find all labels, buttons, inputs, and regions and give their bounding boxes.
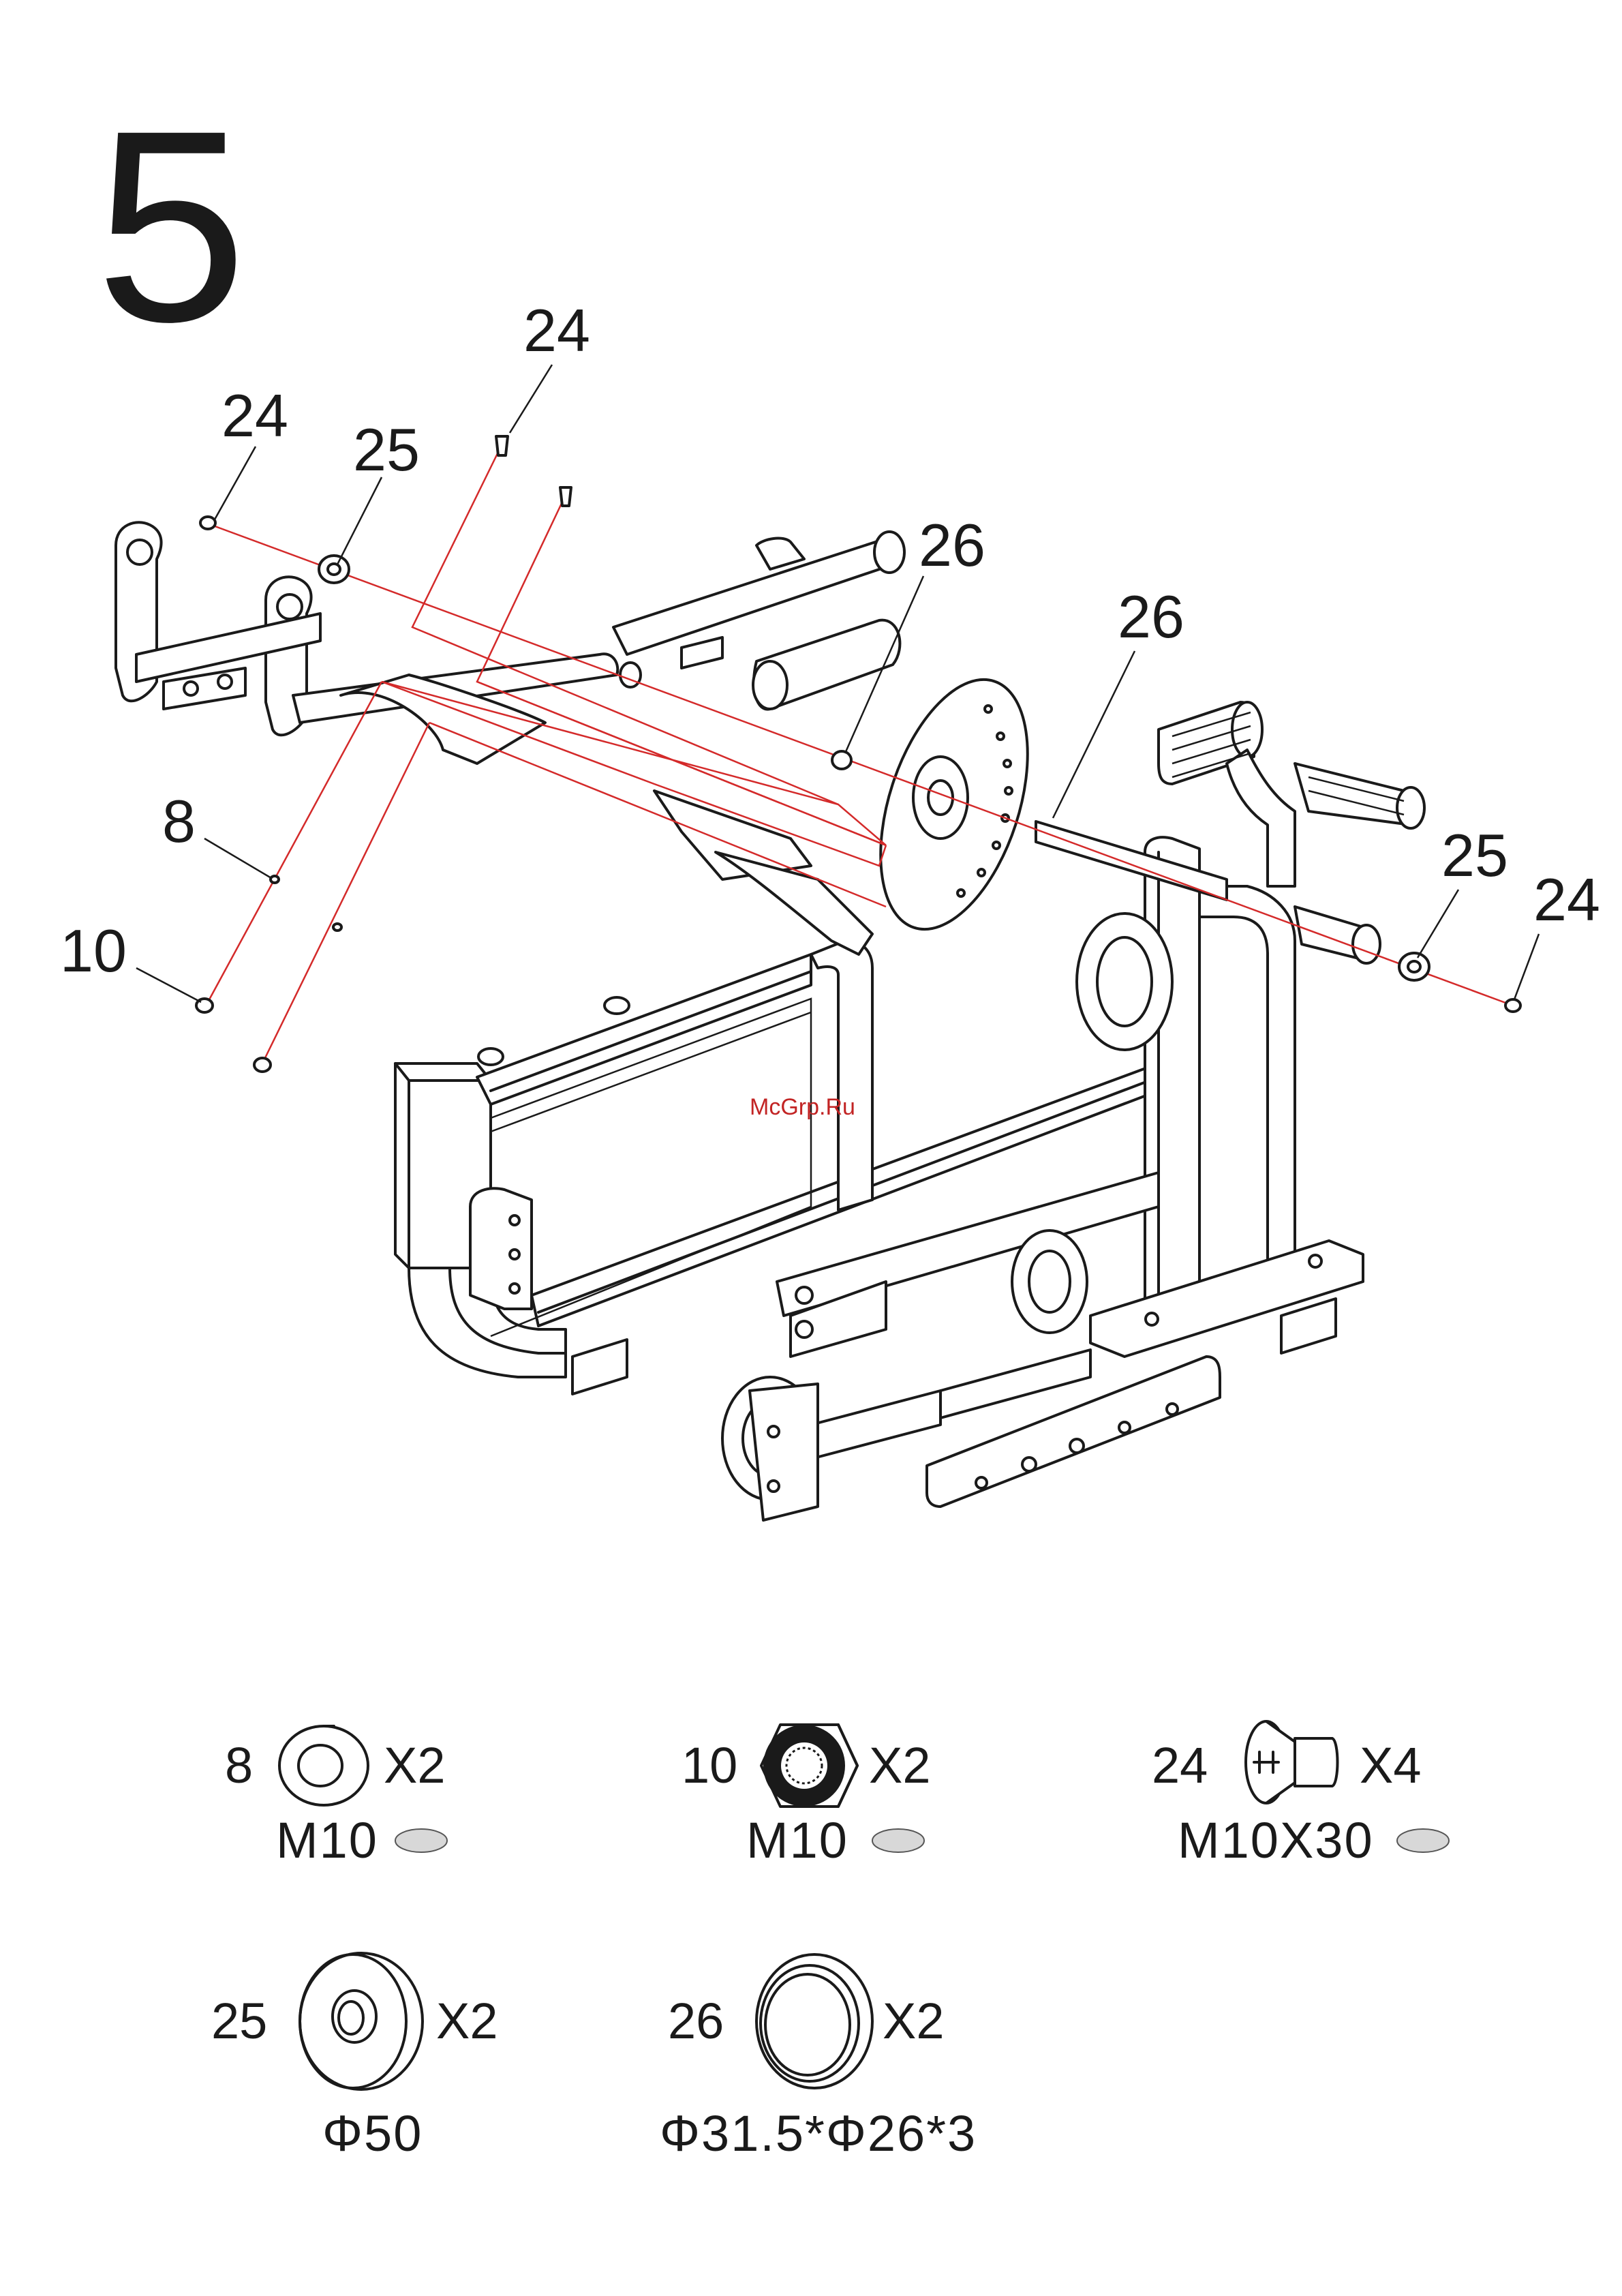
parts-list: 8 X2 M10 10 X2 M10 [211, 1721, 1449, 2162]
ring-spacer-icon [756, 1954, 872, 2088]
part-number: 24 [1152, 1737, 1208, 1794]
part-number: 25 [211, 1993, 267, 2049]
part-spec: Φ31.5*Φ26*3 [660, 2105, 977, 2162]
upper-arm-assembly [116, 522, 904, 954]
callout-26-mid: 26 [919, 511, 985, 579]
part-spec: M10 [746, 1812, 848, 1869]
part-26: 26 X2 Φ31.5*Φ26*3 [660, 1954, 977, 2162]
part-24: 24 X4 M10X30 [1152, 1721, 1449, 1869]
part-spec: Φ50 [322, 2105, 423, 2162]
callout-10: 10 [60, 917, 127, 984]
flat-head-bolt-icon [1246, 1721, 1338, 1803]
part-spec: M10X30 [1178, 1812, 1374, 1869]
callout-8: 8 [162, 787, 196, 855]
large-washer-icon [300, 1953, 423, 2089]
part-10: 10 X2 M10 [682, 1725, 931, 1869]
step-number: 5 [95, 74, 247, 378]
part-qty: X2 [883, 1993, 945, 2049]
part-number: 8 [225, 1737, 253, 1794]
callout-26-right: 26 [1118, 583, 1184, 650]
part-qty: X4 [1360, 1737, 1422, 1794]
part-number: 26 [668, 1993, 724, 2049]
watermark: McGrp.Ru [750, 1094, 855, 1120]
actual-size-ellipse [395, 1829, 447, 1852]
base-frame [395, 837, 1363, 1520]
callout-24-top: 24 [523, 297, 590, 364]
part-qty: X2 [436, 1993, 498, 2049]
callout-25-left: 25 [353, 416, 420, 483]
part-25: 25 X2 Φ50 [211, 1953, 498, 2162]
hex-nut-icon [761, 1725, 857, 1807]
part-spec: M10 [276, 1812, 378, 1869]
part-qty: X2 [869, 1737, 931, 1794]
actual-size-ellipse [872, 1829, 924, 1852]
actual-size-ellipse [1397, 1829, 1449, 1852]
callout-25-right: 25 [1441, 821, 1508, 889]
callout-24-left: 24 [221, 382, 288, 449]
flat-washer-icon [279, 1726, 368, 1805]
part-number: 10 [682, 1737, 737, 1794]
part-qty: X2 [384, 1737, 446, 1794]
callout-24-right: 24 [1533, 866, 1600, 933]
exploded-assembly-diagram: 24 24 25 26 26 25 24 8 10 McGrp.Ru [60, 297, 1600, 1520]
part-8: 8 X2 M10 [225, 1726, 447, 1869]
